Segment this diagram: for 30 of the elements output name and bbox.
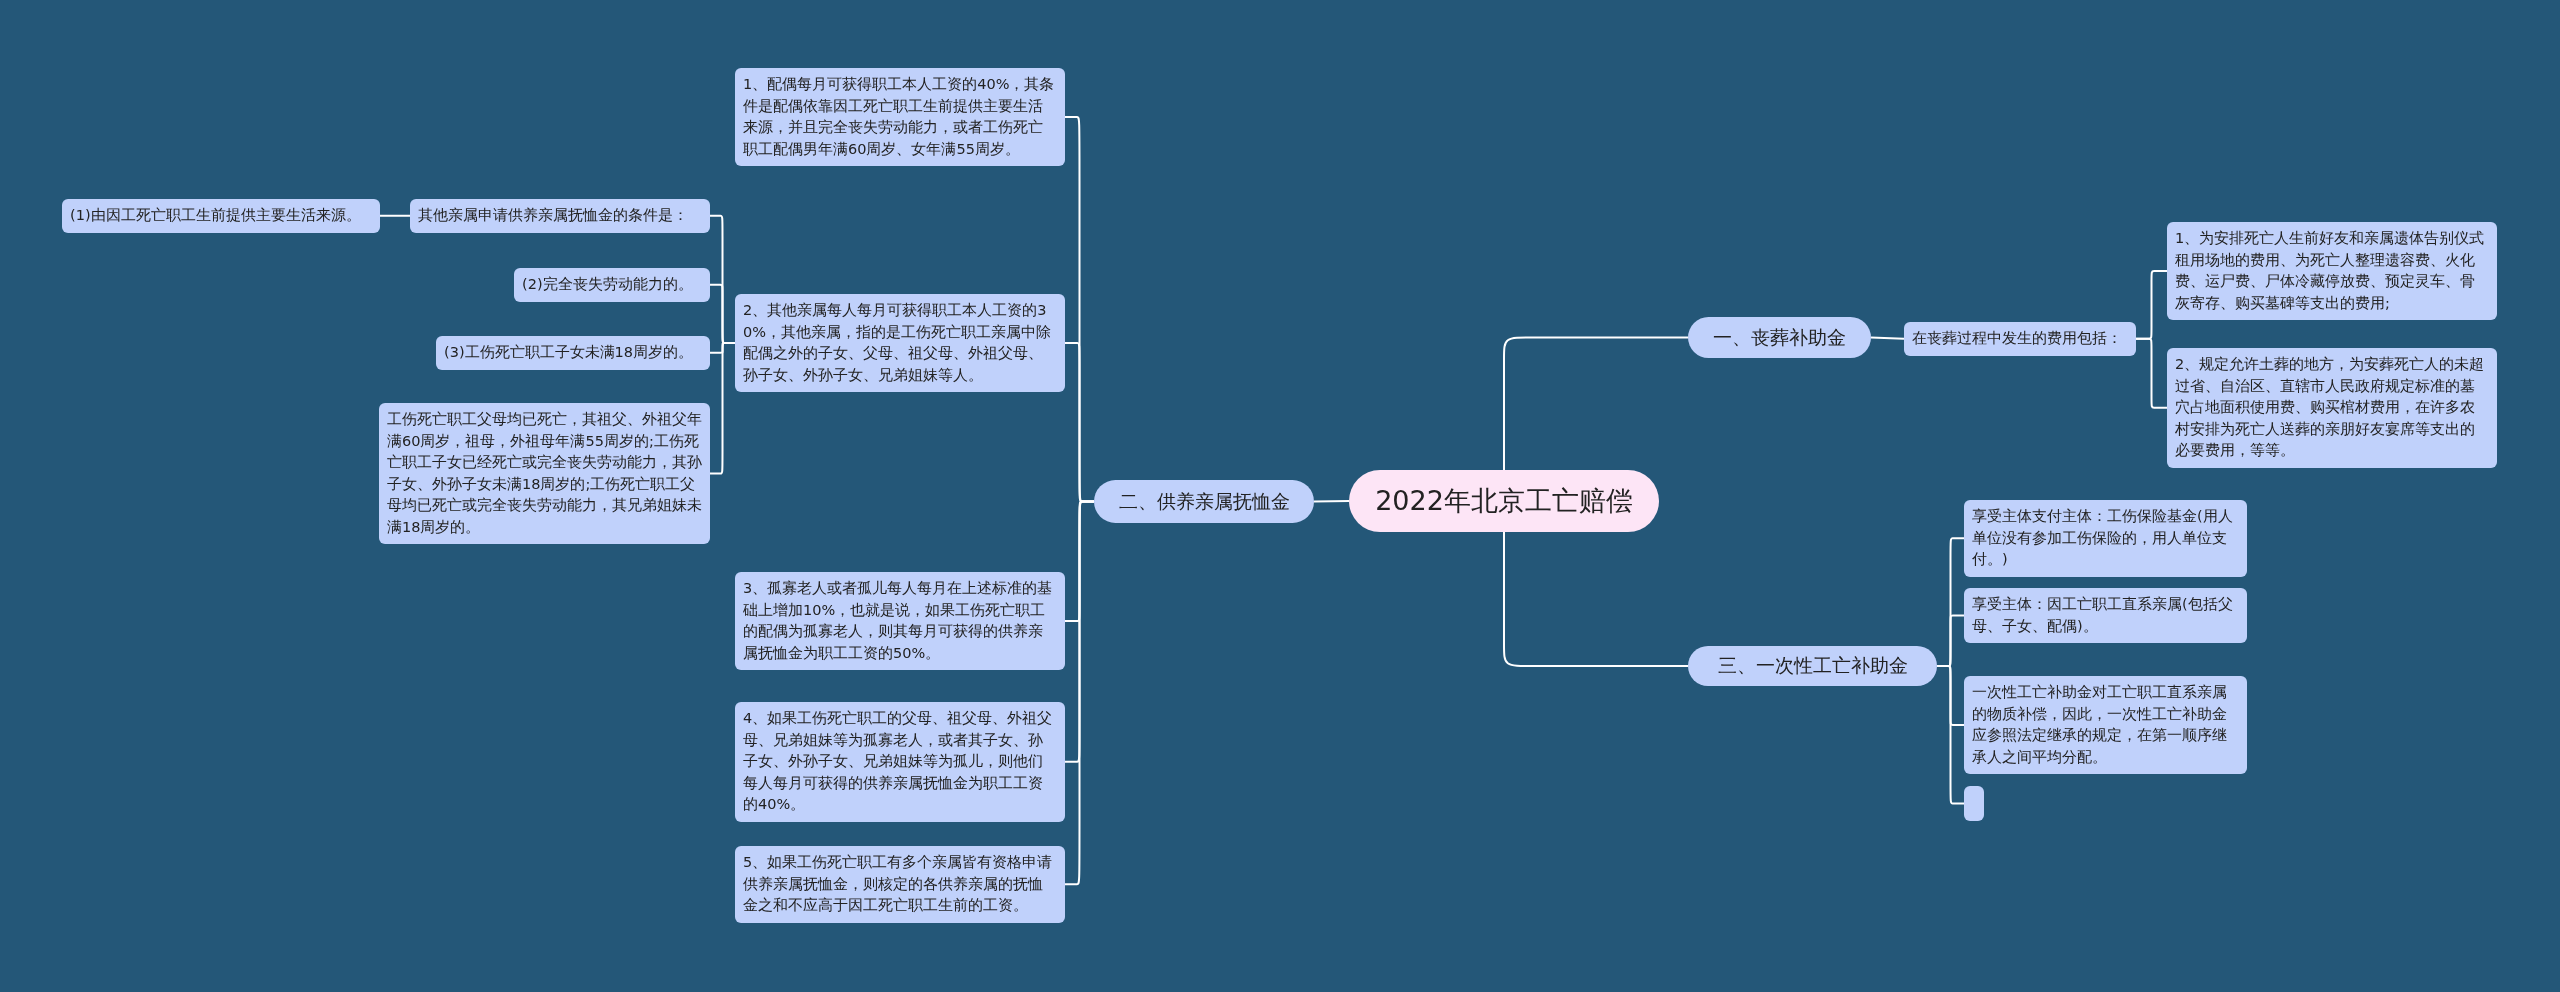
subtopic-box: 1、为安排死亡人生前好友和亲属遗体告别仪式租用场地的费用、为死亡人整理遗容费、火化费、运尸费、尸体冷藏停放费、预定灵车、骨灰寄存、购买墓碑等支出的费用;	[2167, 222, 2497, 320]
connector-line	[2135, 337, 2168, 409]
connector-line	[379, 214, 411, 217]
subtopic-box: 一次性工亡补助金对工亡职工直系亲属的物质补偿，因此，一次性工亡补助金应参照法定继承的规定，在第一顺序继承人之间平均分配。	[1964, 676, 2247, 774]
subtopic-box: 5、如果工伤死亡职工有多个亲属皆有资格申请供养亲属抚恤金，则核定的各供养亲属的抚恤金之和不应高于因工死亡职工生前的工资。	[735, 846, 1065, 923]
connector-line	[1936, 665, 1965, 805]
subtopic-box: 1、配偶每月可获得职工本人工资的40%，其条件是配偶依靠因工死亡职工生前提供主要生活来源，并且完全丧失劳动能力，或者工伤死亡职工配偶男年满60周岁、女年满55周岁。	[735, 68, 1065, 166]
central-topic: 2022年北京工亡赔偿	[1349, 470, 1659, 532]
connector-line	[1503, 531, 1689, 667]
subtopic-box: 工伤死亡职工父母均已死亡，其祖父、外祖父年满60周岁，祖母，外祖母年满55周岁的;工伤死亡职工子女已经死亡或完全丧失劳动能力，其孙子女、外孙子女未满18周岁的;工伤死亡职工父母均已死亡或完全丧失劳动能力，其兄弟姐妹未满18周岁的。	[379, 403, 710, 544]
subtopic-box: (2)完全丧失劳动能力的。	[514, 268, 710, 302]
subtopic-box: 2、其他亲属每人每月可获得职工本人工资的30%，其他亲属，指的是工伤死亡职工亲属中除配偶之外的子女、父母、祖父母、外祖父母、孙子女、外孙子女、兄弟姐妹等人。	[735, 294, 1065, 392]
subtopic-box: 其他亲属申请供养亲属抚恤金的条件是：	[410, 199, 710, 233]
subtopic-box: 4、如果工伤死亡职工的父母、祖父母、外祖父母、兄弟姐妹等为孤寡老人，或者其子女、孙子女、外孙子女、兄弟姐妹等为孤儿，则他们每人每月可获得的供养亲属抚恤金为职工工资的40%。	[735, 702, 1065, 822]
connector-line	[1503, 336, 1689, 471]
branch-topic: 一、丧葬补助金	[1688, 317, 1871, 358]
subtopic-box: 在丧葬过程中发生的费用包括：	[1904, 322, 2136, 356]
subtopic-box: 享受主体支付主体：工伤保险基金(用人单位没有参加工伤保险的，用人单位支付。)	[1964, 500, 2247, 577]
subtopic-box: 享受主体：因工亡职工直系亲属(包括父母、子女、配偶)。	[1964, 588, 2247, 643]
branch-topic: 三、一次性工亡补助金	[1688, 646, 1937, 686]
empty-box	[1964, 786, 1984, 821]
connector-line	[1064, 500, 1095, 886]
connector-line	[1313, 500, 1350, 503]
connector-line	[1870, 336, 1905, 340]
connector-line	[709, 342, 736, 475]
subtopic-box: 2、规定允许土葬的地方，为安葬死亡人的未超过省、自治区、直辖市人民政府规定标准的墓穴占地面积使用费、购买棺材费用，在许多农村安排为死亡人送葬的亲朋好友宴席等支出的必要费用，等等。	[2167, 348, 2497, 468]
subtopic-box: (1)由因工死亡职工生前提供主要生活来源。	[62, 199, 380, 233]
branch-topic: 二、供养亲属抚恤金	[1094, 480, 1314, 523]
subtopic-box: (3)工伤死亡职工子女未满18周岁的。	[436, 336, 710, 370]
subtopic-box: 3、孤寡老人或者孤儿每人每月在上述标准的基础上增加10%，也就是说，如果工伤死亡职工的配偶为孤寡老人，则其每月可获得的供养亲属抚恤金为职工工资的50%。	[735, 572, 1065, 670]
